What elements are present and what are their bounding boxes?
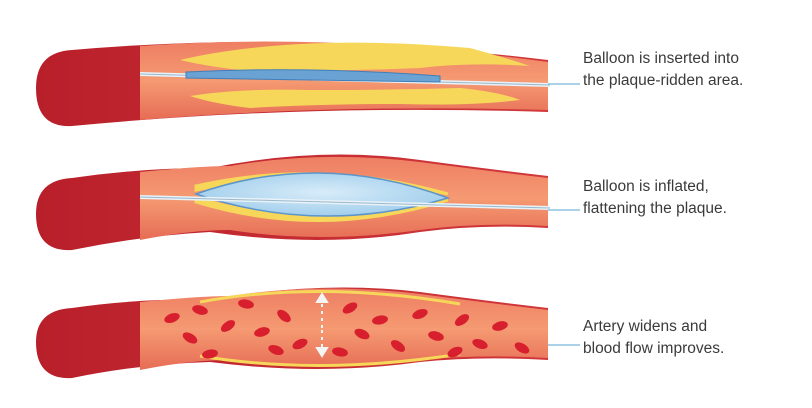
blood-cell <box>332 347 348 357</box>
blood-cell <box>238 299 254 309</box>
step-3-caption: Artery widens and blood flow improves. <box>583 316 803 360</box>
blood-cell <box>514 342 530 354</box>
artery-lumen <box>140 288 548 370</box>
artery-panel-3 <box>36 287 580 379</box>
artery-panel-2 <box>36 154 580 251</box>
catheter-outline <box>139 196 551 209</box>
blood-cell <box>220 320 236 332</box>
blood-cell <box>472 338 488 350</box>
blood-cell <box>428 331 444 341</box>
blood-cell <box>412 308 428 320</box>
step-1-line-1: Balloon is inserted into <box>583 50 739 67</box>
blood-cell <box>454 314 470 326</box>
blood-cell <box>182 332 198 344</box>
step-2-line-1: Balloon is inflated, <box>583 178 709 195</box>
blood-cell <box>164 312 180 324</box>
blood-cell <box>354 328 370 340</box>
arrow-head-down-icon <box>315 347 329 358</box>
blood-cell <box>492 321 508 331</box>
artery-panel-1 <box>36 41 580 127</box>
blood-cell <box>342 302 358 314</box>
compressed-plaque-bottom <box>194 196 449 222</box>
flattened-plaque-bottom <box>199 352 461 368</box>
blood-cell <box>277 309 291 323</box>
widening-arrows <box>315 292 329 358</box>
step-2-line-2: flattening the plaque. <box>583 200 727 217</box>
blood-cell <box>268 344 284 356</box>
blood-cell <box>292 338 308 350</box>
flattened-plaque-top <box>199 289 461 306</box>
arrow-head-up-icon <box>315 292 329 303</box>
blood-cell <box>202 349 218 359</box>
step-1-line-2: the plaque-ridden area. <box>583 72 744 89</box>
step-3-line-2: blood flow improves. <box>583 340 725 357</box>
deflated-balloon <box>185 69 441 83</box>
blood-cells <box>164 299 530 359</box>
step-1-caption: Balloon is inserted into the plaque-ridd… <box>583 48 803 92</box>
step-3-line-1: Artery widens and <box>583 318 708 335</box>
blood-cell <box>254 327 270 337</box>
step-2-caption: Balloon is inflated, flattening the plaq… <box>583 176 803 220</box>
blood-cell <box>372 315 388 325</box>
blood-cell <box>390 340 406 352</box>
blood-cell <box>447 346 463 358</box>
plaque-top <box>180 42 530 71</box>
plaque-bottom <box>190 88 520 108</box>
blood-cell <box>192 305 208 315</box>
